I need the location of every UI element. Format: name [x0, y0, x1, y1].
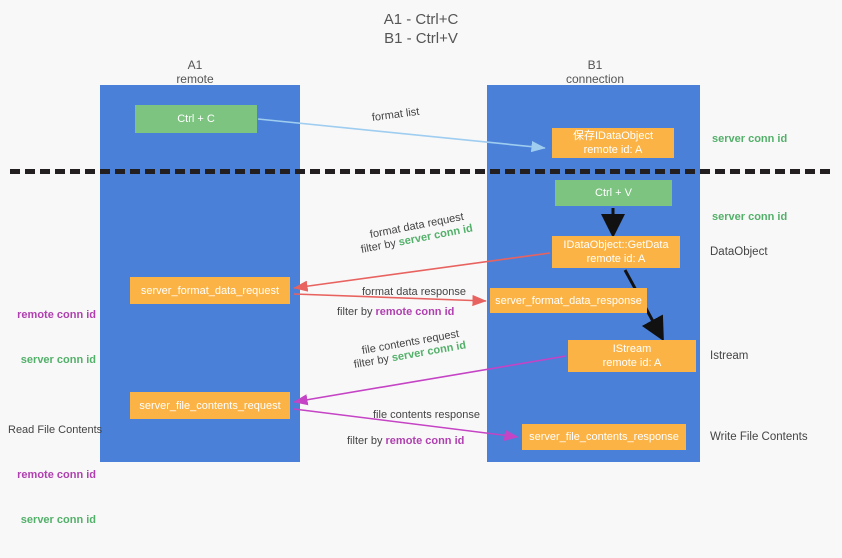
page-title: A1 - Ctrl+C B1 - Ctrl+V — [383, 11, 459, 47]
note-remote-conn-id: remote conn id — [17, 469, 96, 481]
filter-key-remote-conn-id: remote conn id — [375, 306, 455, 318]
edge-label-file-contents-response: file contents response — [373, 409, 481, 421]
note-server-conn-id-mid: server conn id — [712, 211, 788, 223]
edge-label-format-list: format list — [371, 105, 421, 124]
filter-prefix: filter by — [352, 352, 393, 371]
node-ctrl-c-label: Ctrl + C — [177, 113, 215, 125]
node-server-format-data-response[interactable]: server_format_data_response — [490, 288, 647, 313]
node-idataobject-getdata-line1: IDataObject::GetData — [563, 239, 669, 251]
note-read-file-contents: Read File Contents — [8, 424, 103, 436]
note-istream: Istream — [710, 350, 749, 362]
node-server-file-contents-request-label: server_file_contents_request — [139, 399, 281, 412]
note-group-format-data: remote conn id server conn id — [8, 278, 96, 398]
node-save-idataobject-line1: 保存IDataObject — [572, 130, 654, 142]
note-server-conn-id: server conn id — [20, 354, 96, 366]
note-server-conn-id-top: server conn id — [712, 133, 788, 145]
node-server-file-contents-request[interactable]: server_file_contents_request — [130, 392, 290, 419]
diagram-canvas: A1 - Ctrl+C B1 - Ctrl+V A1 remote B1 con… — [8, 11, 830, 526]
node-idataobject-getdata[interactable]: IDataObject::GetData remote id: A — [552, 236, 680, 268]
node-server-format-data-response-label: server_format_data_response — [495, 294, 642, 307]
filter-prefix: filter by — [359, 236, 400, 256]
filter-prefix: filter by — [337, 306, 376, 318]
note-group-file-contents: Read File Contents remote conn id server… — [8, 393, 103, 558]
edge-label-file-contents-response-filter: filter by remote conn id — [347, 434, 464, 448]
node-server-file-contents-response-label: server_file_contents_response — [529, 431, 679, 443]
node-idataobject-getdata-line2: remote id: A — [586, 253, 646, 265]
note-server-conn-id: server conn id — [20, 514, 96, 526]
node-istream-line1: IStream — [612, 343, 652, 355]
edge-label-format-data-response-filter: filter by remote conn id — [337, 305, 454, 319]
note-dataobject: DataObject — [710, 246, 768, 258]
node-ctrl-v-label: Ctrl + V — [595, 187, 632, 199]
column-header-a1: A1 remote — [176, 58, 214, 86]
node-save-idataobject[interactable]: 保存IDataObject remote id: A — [552, 128, 674, 158]
edge-label-format-data-response: format data response — [362, 286, 466, 298]
node-server-format-data-request[interactable]: server_format_data_request — [130, 277, 290, 304]
column-header-b1: B1 connection — [565, 58, 625, 86]
note-write-file-contents: Write File Contents — [710, 431, 808, 443]
note-remote-conn-id: remote conn id — [17, 309, 96, 321]
node-istream[interactable]: IStream remote id: A — [568, 340, 696, 372]
filter-key-remote-conn-id: remote conn id — [385, 435, 465, 447]
node-ctrl-c[interactable]: Ctrl + C — [135, 105, 257, 133]
node-save-idataobject-line2: remote id: A — [583, 144, 643, 156]
phase-divider — [10, 169, 830, 174]
node-ctrl-v[interactable]: Ctrl + V — [555, 180, 672, 206]
filter-prefix: filter by — [347, 435, 386, 447]
node-server-file-contents-response[interactable]: server_file_contents_response — [522, 424, 686, 450]
node-istream-line2: remote id: A — [602, 357, 662, 369]
node-server-format-data-request-label: server_format_data_request — [140, 284, 280, 297]
